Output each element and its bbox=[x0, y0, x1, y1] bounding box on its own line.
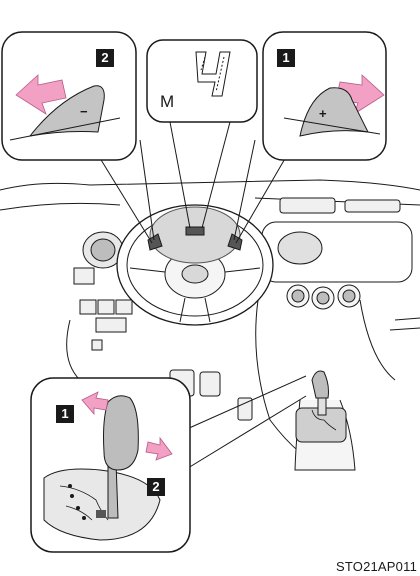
badge-right-paddle: 1 bbox=[277, 49, 295, 67]
shift-knob-icon bbox=[104, 396, 139, 470]
plus-sign: + bbox=[319, 106, 327, 121]
left-paddle-callout bbox=[2, 32, 136, 160]
minus-sign: − bbox=[80, 104, 88, 119]
figure-code: STO21AP011 bbox=[336, 559, 417, 574]
meter-mode-label: M bbox=[160, 92, 174, 112]
badge-shift-up: 1 bbox=[56, 405, 74, 423]
shift-lever-callout bbox=[31, 378, 190, 552]
badge-shift-down: 2 bbox=[147, 478, 165, 496]
badge-left-paddle: 2 bbox=[96, 49, 114, 67]
